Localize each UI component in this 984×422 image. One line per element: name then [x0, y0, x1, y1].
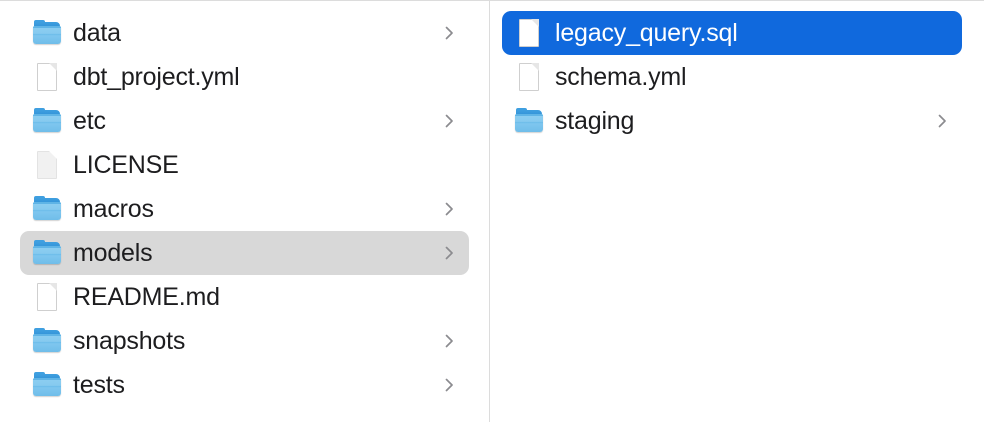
document-icon [515, 18, 543, 48]
item-label: README.md [73, 282, 220, 311]
chevron-right-icon [443, 26, 455, 40]
folder-row[interactable]: tests [20, 363, 469, 407]
folder-icon [33, 18, 61, 48]
chevron-right-icon [443, 378, 455, 392]
folder-icon [515, 106, 543, 136]
item-label: schema.yml [555, 62, 687, 91]
folder-row[interactable]: etc [20, 99, 469, 143]
folder-row[interactable]: data [20, 11, 469, 55]
folder-icon [33, 326, 61, 356]
file-row[interactable]: README.md [20, 275, 469, 319]
item-label: data [73, 18, 121, 47]
folder-icon [33, 106, 61, 136]
folder-icon [33, 238, 61, 268]
folder-row[interactable]: macros [20, 187, 469, 231]
document-icon [33, 282, 61, 312]
file-row[interactable]: legacy_query.sql [502, 11, 962, 55]
document-icon [33, 62, 61, 92]
item-label: snapshots [73, 326, 186, 355]
file-row[interactable]: LICENSE [20, 143, 469, 187]
item-label: staging [555, 106, 635, 135]
item-label: models [73, 238, 153, 267]
file-row[interactable]: dbt_project.yml [20, 55, 469, 99]
document-icon [33, 150, 61, 180]
item-label: etc [73, 106, 106, 135]
chevron-right-icon [443, 202, 455, 216]
column-child[interactable]: legacy_query.sql schema.yml staging [490, 1, 984, 422]
chevron-right-icon [443, 246, 455, 260]
folder-row[interactable]: staging [502, 99, 962, 143]
document-icon [515, 62, 543, 92]
chevron-right-icon [443, 114, 455, 128]
chevron-right-icon [443, 334, 455, 348]
folder-row[interactable]: models [20, 231, 469, 275]
chevron-right-icon [936, 114, 948, 128]
folder-icon [33, 370, 61, 400]
item-label: legacy_query.sql [555, 18, 738, 47]
item-label: macros [73, 194, 154, 223]
folder-icon [33, 194, 61, 224]
folder-row[interactable]: snapshots [20, 319, 469, 363]
item-label: dbt_project.yml [73, 62, 240, 91]
item-label: tests [73, 370, 125, 399]
file-row[interactable]: schema.yml [502, 55, 962, 99]
item-label: LICENSE [73, 150, 179, 179]
